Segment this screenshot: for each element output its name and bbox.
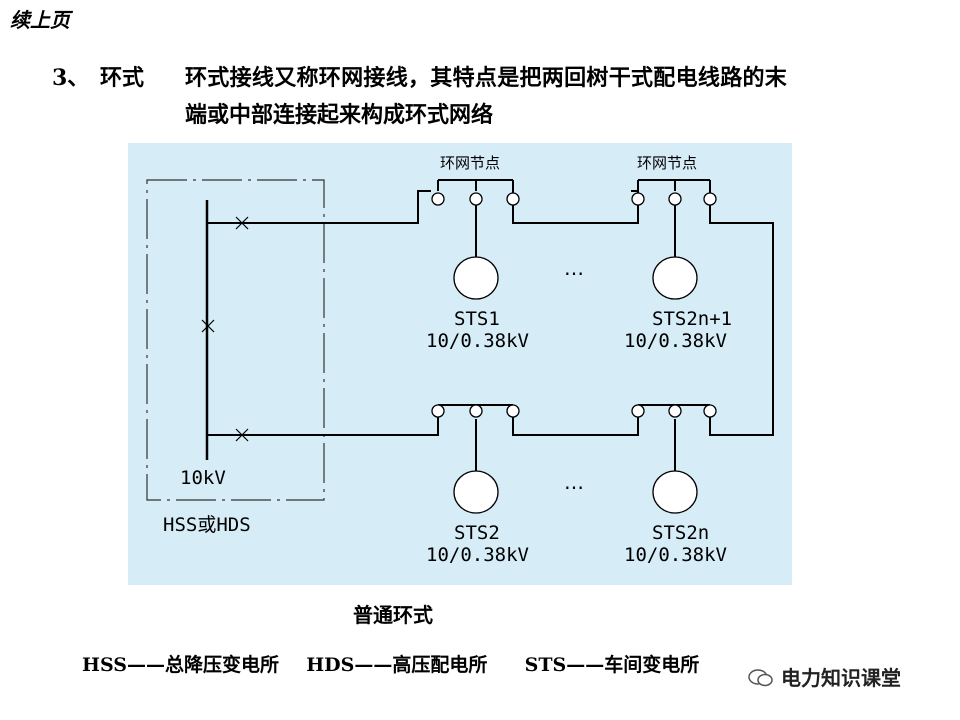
legend-hds: HDS——高压配电所 [306,654,488,676]
transformer-rating-sts1: 10/0.38kV [426,330,529,352]
ring-network-diagram: 环网节点 环网节点 … … 10kV HSS或HDS STS1 10/0.38k… [128,143,792,585]
transformer-icons [453,256,698,514]
wechat-icon [748,668,774,688]
continued-label: 续上页 [10,8,70,32]
transformer-rating-sts2n1: 10/0.38kV [624,330,727,352]
ellipsis-bottom: … [564,470,584,494]
transformer-name-sts1: STS1 [454,308,500,330]
voltage-label: 10kV [180,467,226,489]
legend: HSS——总降压变电所 HDS——高压配电所 STS——车间变电所 [82,650,699,677]
breaker-icons [201,216,249,442]
transformer-name-sts2: STS2 [454,522,500,544]
legend-sts: STS——车间变电所 [524,654,700,676]
transformer-name-sts2n: STS2n [652,522,709,544]
substation-box [146,179,325,501]
section-number: 3、 [52,65,90,91]
legend-hss: HSS——总降压变电所 [82,654,279,676]
diagram-caption: 普通环式 [353,603,433,627]
station-label: HSS或HDS [163,514,251,536]
ring-node-label-right: 环网节点 [637,154,697,172]
watermark-text: 电力知识课堂 [780,666,901,690]
description-line-1: 环式接线又称环网接线，其特点是把两回树干式配电线路的末 [185,65,788,91]
watermark: 电力知识课堂 [748,662,901,691]
transformer-rating-sts2n: 10/0.38kV [624,544,727,566]
transformer-rating-sts2: 10/0.38kV [426,544,529,566]
section-title: 环式 [100,65,145,91]
switch-icons [431,192,717,418]
ellipsis-top: … [564,256,584,280]
ring-node-label-left: 环网节点 [440,154,500,172]
description-line-2: 端或中部连接起来构成环式网络 [185,102,494,128]
transformer-name-sts2n1: STS2n+1 [652,308,732,330]
